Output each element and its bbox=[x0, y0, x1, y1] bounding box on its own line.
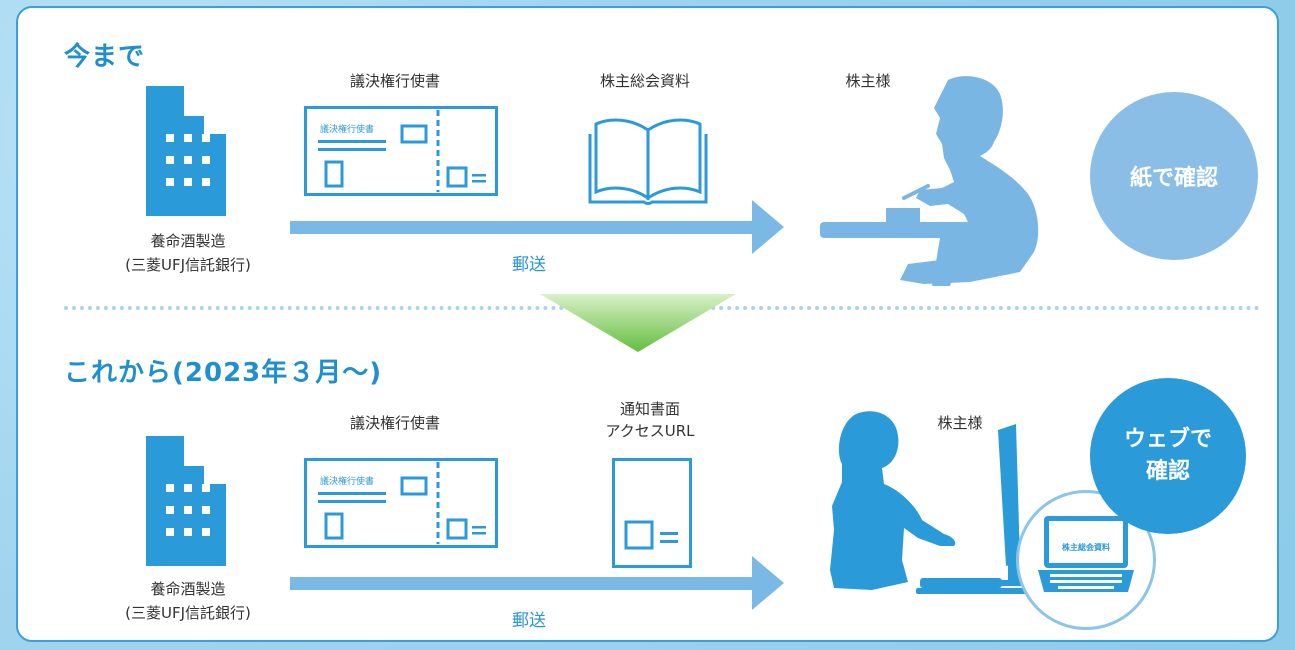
doc-label-meeting-materials: 株主総会資料 bbox=[599, 72, 690, 90]
result-web-line2: 確認 bbox=[1145, 459, 1190, 484]
open-book-icon bbox=[588, 118, 708, 205]
voting-form-card-icon bbox=[304, 458, 498, 548]
result-paper-badge: 紙で確認 bbox=[1090, 92, 1258, 260]
doc-label-access-url: アクセスURL bbox=[605, 422, 695, 440]
company-name: 養命酒製造 bbox=[150, 580, 226, 598]
down-transition-triangle bbox=[540, 294, 736, 352]
company-subname: (三菱UFJ信託銀行) bbox=[125, 256, 251, 274]
notice-sheet-icon bbox=[612, 458, 692, 568]
building-icon bbox=[146, 86, 226, 216]
laptop-screen-text: 株主総会資料 bbox=[1062, 543, 1110, 552]
result-web-badge: ウェブで 確認 bbox=[1090, 378, 1246, 534]
mail-arrow-icon bbox=[290, 200, 784, 254]
building-icon bbox=[146, 436, 226, 566]
company-subname: (三菱UFJ信託銀行) bbox=[125, 604, 251, 622]
section-heading-before: 今まで bbox=[64, 42, 146, 72]
mail-arrow-icon bbox=[290, 556, 784, 610]
shareholder-label: 株主様 bbox=[845, 72, 891, 90]
mail-label: 郵送 bbox=[512, 611, 546, 631]
person-reading-icon bbox=[820, 76, 1039, 286]
voting-form-card-title: 議決権行使書 bbox=[320, 125, 375, 135]
voting-form-card-icon bbox=[304, 106, 498, 196]
doc-label-voting-form: 議決権行使書 bbox=[349, 72, 440, 90]
doc-label-voting-form: 議決権行使書 bbox=[349, 414, 440, 432]
person-at-computer-icon bbox=[830, 411, 1042, 594]
result-web-line1: ウェブで bbox=[1123, 427, 1212, 453]
doc-label-notice: 通知書面 bbox=[619, 400, 680, 418]
laptop-icon bbox=[1038, 516, 1134, 592]
shareholder-label: 株主様 bbox=[937, 414, 983, 432]
company-name: 養命酒製造 bbox=[150, 232, 226, 250]
voting-form-card-title: 議決権行使書 bbox=[320, 477, 375, 487]
section-heading-after: これから(2023年３月〜) bbox=[64, 358, 383, 388]
mail-label: 郵送 bbox=[512, 255, 546, 275]
